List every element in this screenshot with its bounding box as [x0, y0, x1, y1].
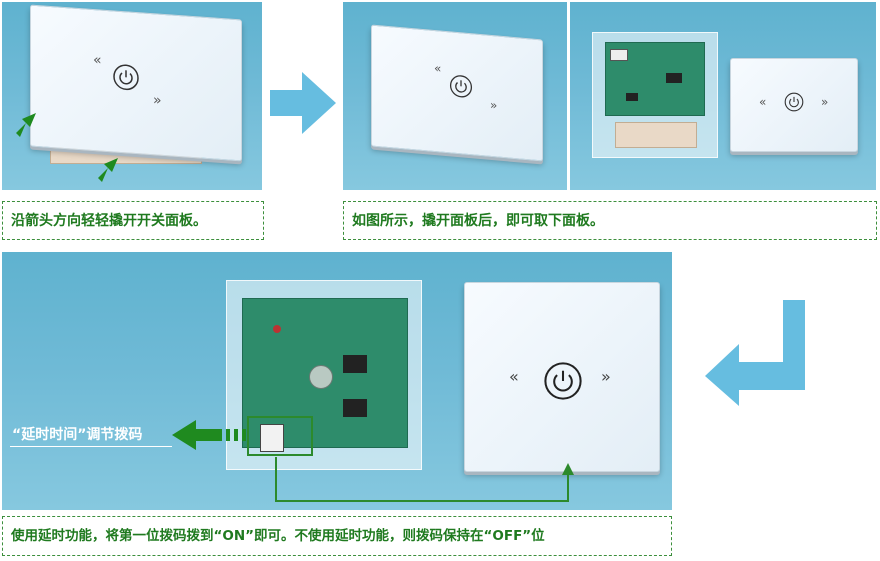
power-icon — [113, 64, 139, 91]
switch-panel: « » — [730, 58, 858, 152]
dip-switch-arrow-icon — [172, 420, 246, 450]
power-icon — [449, 75, 473, 98]
photo-step2a: « » — [343, 2, 567, 190]
chip — [626, 93, 638, 101]
chip — [343, 399, 367, 417]
photo-step2b: « » — [570, 2, 876, 190]
right-chevron-icon: » — [821, 95, 829, 109]
power-icon — [544, 362, 582, 400]
chip — [343, 355, 367, 373]
chip — [666, 73, 682, 83]
red-led — [273, 325, 281, 333]
left-chevron-icon: « — [93, 51, 102, 69]
right-chevron-icon: » — [153, 92, 162, 109]
right-chevron-icon: » — [601, 367, 611, 386]
caption-step2: 如图所示，撬开面板后，即可取下面板。 — [343, 201, 877, 240]
power-icon — [784, 92, 804, 112]
terminal-block — [615, 122, 697, 148]
dip-switch — [610, 49, 628, 61]
caption-step1: 沿箭头方向轻轻撬开开关面板。 — [2, 201, 264, 240]
green-pry-arrow-icon — [16, 113, 36, 137]
dip-switch — [260, 424, 284, 452]
flow-arrow-right-icon — [270, 72, 336, 134]
switch-panel: « » — [371, 24, 543, 162]
left-chevron-icon: « — [509, 367, 519, 386]
dip-callout-label: “延时时间”调节拨码 — [12, 427, 143, 443]
left-chevron-icon: « — [759, 95, 767, 109]
caption-step3: 使用延时功能，将第一位拨码拨到“ON”即可。不使用延时功能，则拨码保持在“OFF… — [2, 516, 672, 556]
circuit-board — [605, 42, 705, 116]
touch-sensor — [309, 365, 333, 389]
right-chevron-icon: » — [490, 97, 498, 113]
connector-line — [275, 457, 574, 502]
switch-panel: « » — [464, 282, 660, 472]
dip-switch-highlight — [247, 416, 313, 456]
green-pry-arrow-icon — [98, 158, 118, 182]
flow-arrow-left-turn-icon — [705, 300, 805, 406]
left-chevron-icon: « — [434, 60, 442, 76]
photo-step1: « » — [2, 2, 262, 190]
switch-panel: « » — [30, 4, 242, 162]
callout-underline — [10, 446, 172, 447]
circuit-board — [242, 298, 408, 448]
photo-step3: « » “延时时间”调节拨码 — [2, 252, 672, 510]
